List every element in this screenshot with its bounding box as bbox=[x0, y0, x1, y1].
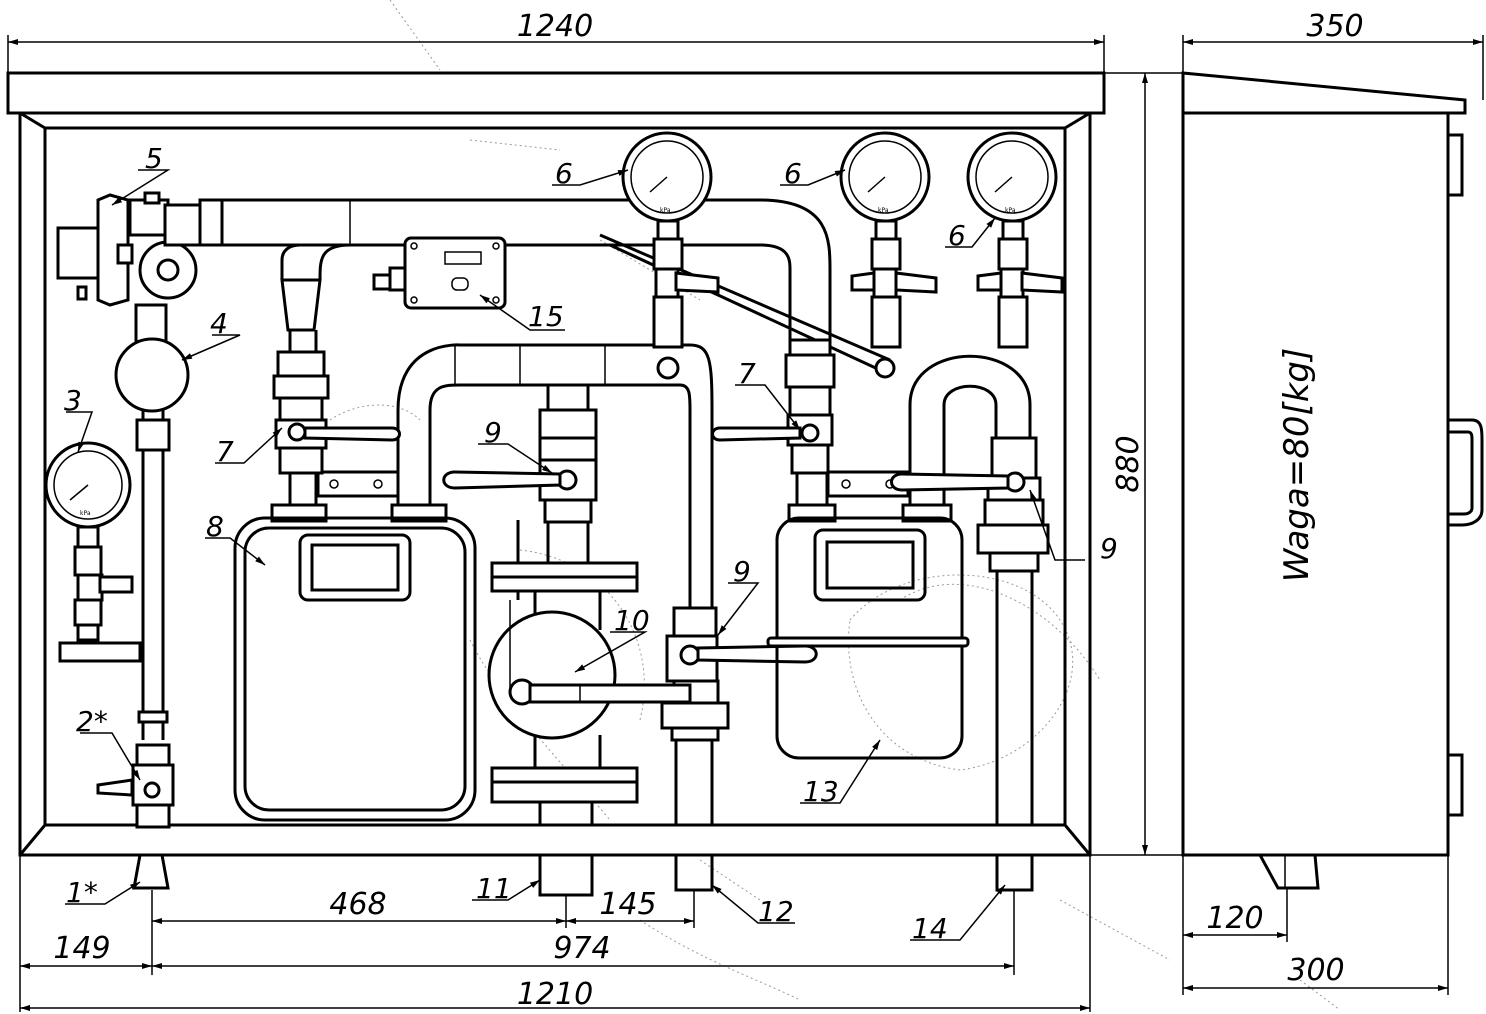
filter-10 bbox=[487, 600, 692, 740]
roof bbox=[6, 71, 1106, 115]
cabinet-side bbox=[1181, 71, 1484, 890]
dim-120: 120 bbox=[1206, 901, 1263, 936]
dimension-lines bbox=[7, 35, 1484, 1012]
dim-880: 880 bbox=[1111, 435, 1146, 492]
callout-9-right: 9 bbox=[1100, 532, 1118, 565]
callout-4: 4 bbox=[210, 307, 228, 340]
device-15 bbox=[372, 236, 507, 310]
dim-350: 350 bbox=[1306, 9, 1363, 44]
ball-valve-9-center bbox=[442, 469, 578, 491]
dim-149: 149 bbox=[53, 931, 110, 966]
callout-2: 2* bbox=[76, 705, 108, 738]
callout-6-middle: 6 bbox=[784, 157, 802, 190]
dim-1210: 1210 bbox=[517, 977, 593, 1012]
callout-3: 3 bbox=[64, 384, 82, 417]
dim-300: 300 bbox=[1287, 953, 1344, 988]
gas-meter-13 bbox=[766, 516, 970, 760]
regulator-5 bbox=[56, 191, 224, 307]
weight-label: Waga=80[kg] bbox=[1277, 348, 1317, 583]
callout-10: 10 bbox=[614, 604, 650, 637]
dim-1240: 1240 bbox=[517, 9, 593, 44]
callout-13: 13 bbox=[803, 775, 839, 808]
piping bbox=[220, 198, 1050, 897]
callout-6-left: 6 bbox=[555, 157, 573, 190]
gauge6c-unit: kPa bbox=[1005, 207, 1016, 214]
valve-7-right bbox=[711, 338, 836, 475]
cabinet-outer bbox=[18, 111, 1092, 857]
manometer-6-left: kPa bbox=[621, 131, 720, 380]
callout-9-lower: 9 bbox=[733, 555, 751, 588]
foot-1 bbox=[132, 853, 170, 890]
callout-8: 8 bbox=[206, 510, 224, 543]
callout-5: 5 bbox=[145, 142, 163, 175]
callout-1: 1* bbox=[66, 876, 98, 909]
gauge6a-unit: kPa bbox=[660, 207, 671, 214]
callout-7-right: 7 bbox=[738, 357, 756, 390]
ball-valve-9-lower bbox=[660, 606, 818, 742]
cabinet-inner bbox=[43, 126, 1067, 827]
leader-lines bbox=[65, 169, 1085, 941]
gas-meter-8 bbox=[233, 516, 477, 822]
callout-12: 12 bbox=[758, 895, 794, 928]
manometer-6-middle: kPa bbox=[839, 131, 938, 349]
dim-145: 145 bbox=[599, 887, 656, 922]
gauge6b-unit: kPa bbox=[878, 207, 889, 214]
callout-6-right: 6 bbox=[948, 219, 966, 252]
callout-15: 15 bbox=[528, 300, 564, 333]
dim-468: 468 bbox=[329, 887, 386, 922]
callout-9-center: 9 bbox=[484, 416, 502, 449]
callout-11: 11 bbox=[476, 872, 512, 905]
ball-valve-9-right bbox=[890, 471, 1026, 493]
dim-974: 974 bbox=[553, 931, 610, 966]
filter-4-column bbox=[96, 303, 190, 829]
gauge3-unit: kPa bbox=[80, 510, 91, 517]
callout-7-left: 7 bbox=[216, 435, 234, 468]
manometer-6-right: kPa bbox=[966, 131, 1064, 349]
callout-14: 14 bbox=[912, 912, 948, 945]
cabinet-front bbox=[6, 71, 1106, 857]
manometer-3-assembly: kPa bbox=[44, 441, 142, 663]
valve-7-left bbox=[272, 350, 401, 475]
